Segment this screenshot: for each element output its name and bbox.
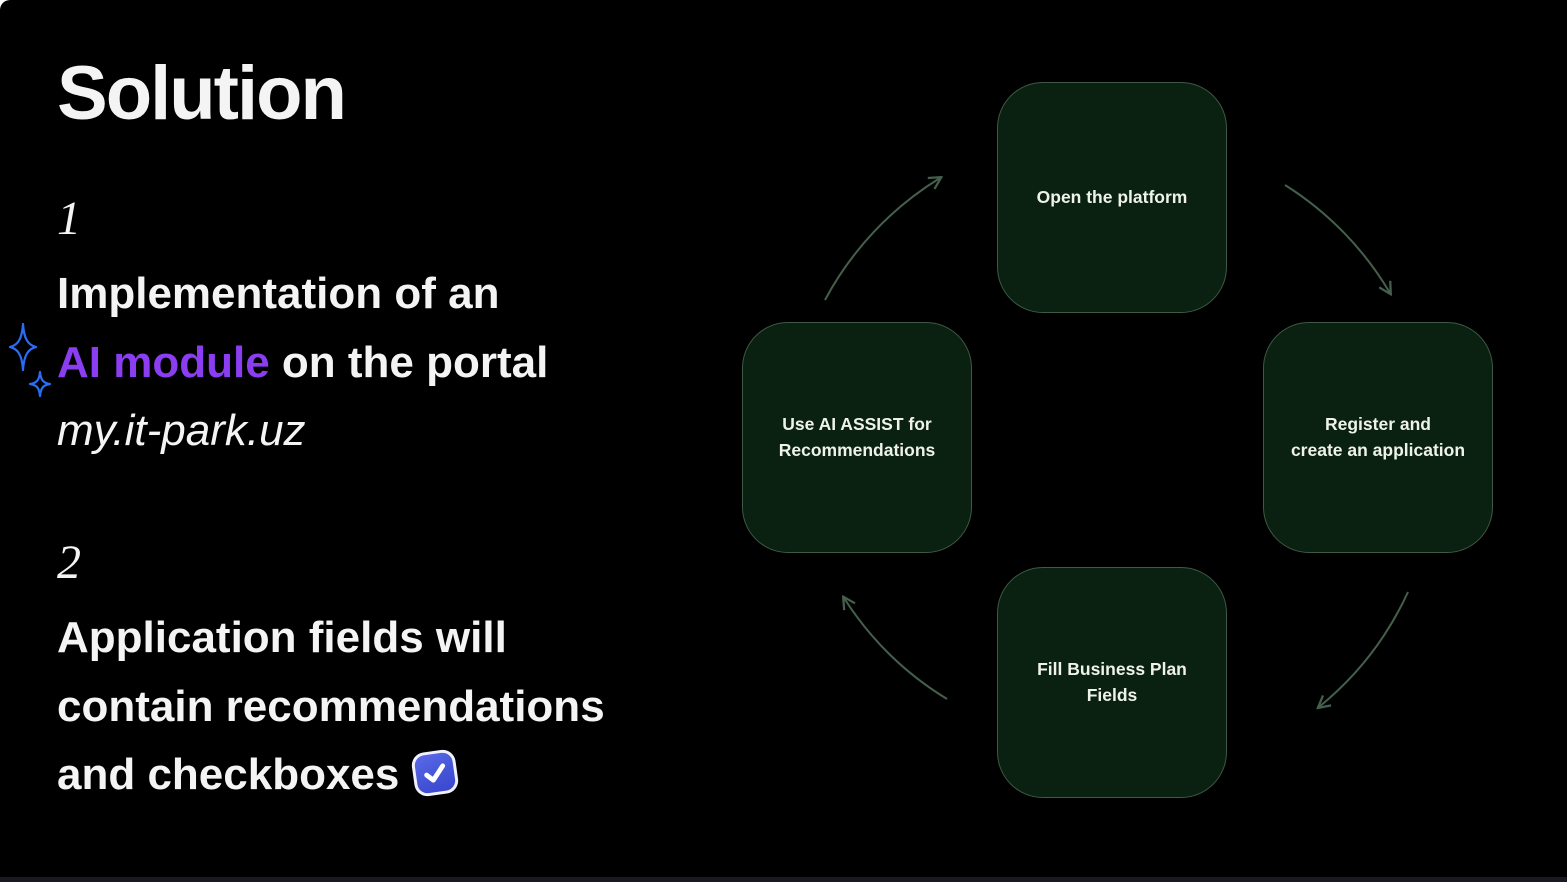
ai-module-highlight: AI module [57,337,270,387]
point-2-line-1: Application fields will [57,613,507,662]
step-label-fill-fields: Fill Business Plan Fields [1037,659,1187,705]
step-label-ai-assist: Use AI ASSIST for Recommendations [778,414,936,460]
window-bottom-edge [0,877,1567,882]
point-1-line-1: Implementation of an [57,269,500,318]
step-box-register: Register and create an application [1263,322,1493,553]
solution-point-2: 2 Application fields will contain recomm… [57,532,605,810]
step-box-ai-assist: Use AI ASSIST for Recommendations [742,322,972,553]
arrow-left-to-top [824,178,940,301]
step-box-open-platform: Open the platform [997,82,1227,313]
step-label-open-platform: Open the platform [1036,186,1188,207]
arrow-top-to-right [1284,184,1390,293]
sparkles-icon [8,322,52,398]
point-1-line-2-rest: on the portal [269,337,549,387]
point-2-line-2: contain recommendations [57,681,605,731]
portal-url: my.it-park.uz [57,406,306,455]
point-2-line-3: and checkboxes [57,741,605,810]
checkbox-checked-icon [410,748,461,798]
step-box-fill-fields: Fill Business Plan Fields [997,567,1227,798]
arrow-right-to-bottom [1319,591,1409,707]
solution-point-1: 1 Implementation of an AI module on the … [57,188,548,466]
step-label-register: Register and create an application [1290,414,1466,460]
page-title: Solution [57,51,347,136]
arrow-bottom-to-left [844,598,948,700]
point-1-number: 1 [57,192,81,245]
point-1-line-2: AI module on the portal [57,329,548,398]
point-2-line-3-text: and checkboxes [57,750,400,799]
point-2-number: 2 [57,536,81,589]
